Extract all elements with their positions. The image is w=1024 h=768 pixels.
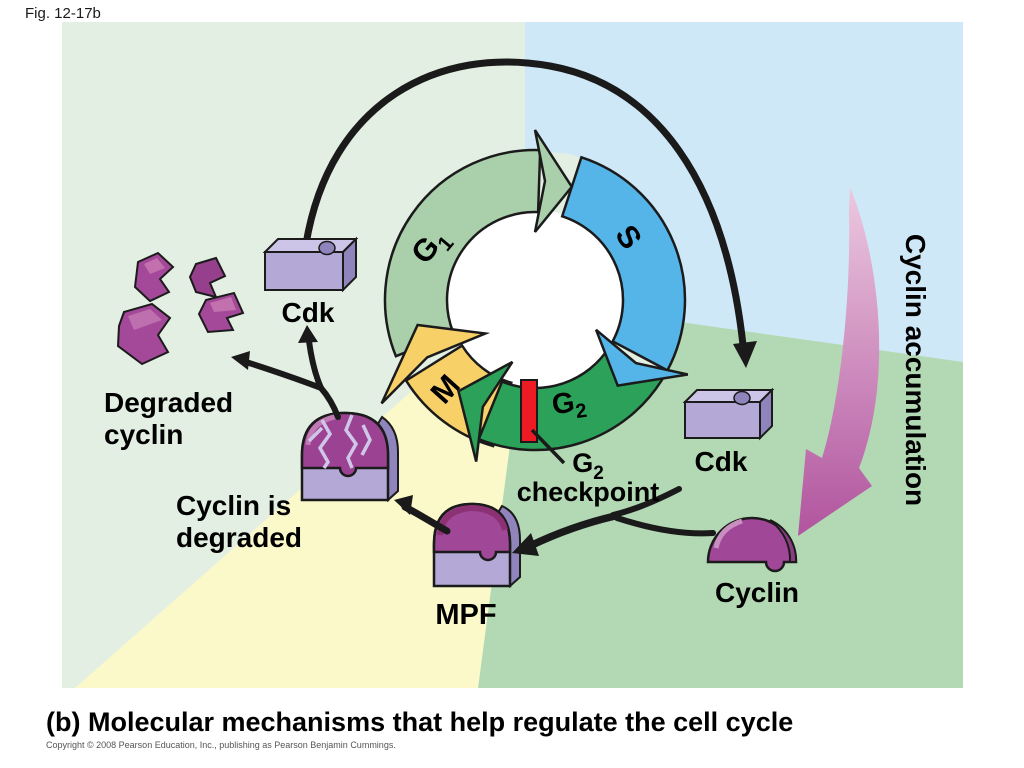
cracked-cyclin-dome [300,411,390,478]
g1-phase-arrowhead-icon [533,129,574,233]
cyclin-fragment [133,251,175,303]
cdk-recycle-arrowhead-icon [733,341,757,368]
cyclin-highlight [713,518,743,549]
g2-checkpoint-pointer-line [530,428,566,465]
cyclin-is-degraded-label-line1: Cyclin is [176,490,291,521]
cyclin-fragment-facet [144,258,165,274]
g2-phase-arrowhead-icon [457,360,514,462]
checkpoint-sub: 2 [593,463,604,484]
cycle-center-disc [445,210,625,390]
cyclin-dome [432,502,512,562]
cdk-box-front-face [684,401,761,439]
cdk-binding-notch-icon [733,390,751,406]
background-yellow-wedge [75,390,510,688]
cdk-right-label: Cdk [695,446,748,477]
figure-number-label: Fig. 12-17b [25,5,101,22]
mpf-label: MPF [435,599,496,631]
figure-copyright: Copyright © 2008 Pearson Education, Inc.… [46,740,396,750]
dome-shade-band [437,504,508,536]
cyclin-accumulation-arrow [798,187,880,536]
g1-phase-arrow [383,148,542,358]
g2-checkpoint-bar [520,379,538,443]
cdk-box-top-face [262,238,359,253]
cyclin-label: Cyclin [715,577,799,608]
degraded-cyclin-fragments [116,251,245,366]
association-arrowhead-icon [512,533,539,556]
cdk-binding-notch-icon [318,240,336,256]
g2-base: G [550,386,577,421]
cyclin-fragment-facet [128,309,162,330]
cyclin-molecule [706,516,798,573]
crack-line [307,426,324,443]
cdk-box-front-face [264,251,344,291]
cyclin-side-face [769,519,798,563]
to-degraded-cyclin-arrowhead-icon [231,351,250,370]
to-cdk-arrow [306,338,324,391]
g2-phase-label: G2 [550,385,589,426]
merged-to-mpf [526,512,619,550]
cyclin-is-degraded-label-line2: degraded [176,522,302,553]
cyclin-degraded-complex [300,411,399,503]
crack-line [360,424,372,456]
mpf-to-degradation-arrowhead-icon [394,495,413,515]
figure-caption: (b) Molecular mechanisms that help regul… [46,707,793,737]
to-cdk-arrowhead-icon [298,325,318,343]
cyclin-cdk-association-arrow [526,486,716,550]
cyclin-fragment-facet [210,297,236,312]
cyclin-fragment [188,256,227,299]
g2-checkpoint-label-line1: G2 [572,448,604,484]
cdk-recycle-arc [302,58,747,349]
s-phase-arrow [560,155,687,373]
dissociation-arrows [243,338,341,420]
g2-checkpoint-label-line2: checkpoint [517,477,660,507]
degraded-cyclin-label-line2: cyclin [104,419,183,450]
crack-line [344,414,359,469]
from-cyclin-branch [614,515,716,537]
cdk-box-right [682,387,775,441]
cdk-box-top [262,236,359,293]
g2-sub: 2 [574,400,588,423]
cdk-box-top-face [682,389,775,403]
cdk-top-label: Cdk [282,297,335,328]
checkpoint-base: G [572,448,593,478]
mpf-complex [432,502,521,589]
cyclin-accumulation-label: Cyclin accumulation [900,234,931,506]
degraded-cyclin-label-line1: Degraded [104,387,233,418]
crack-line [317,419,333,469]
s-phase-arrowhead-icon [594,328,689,387]
to-degraded-cyclin-arrow [243,359,324,391]
m-phase-arrowhead-icon [380,323,491,405]
